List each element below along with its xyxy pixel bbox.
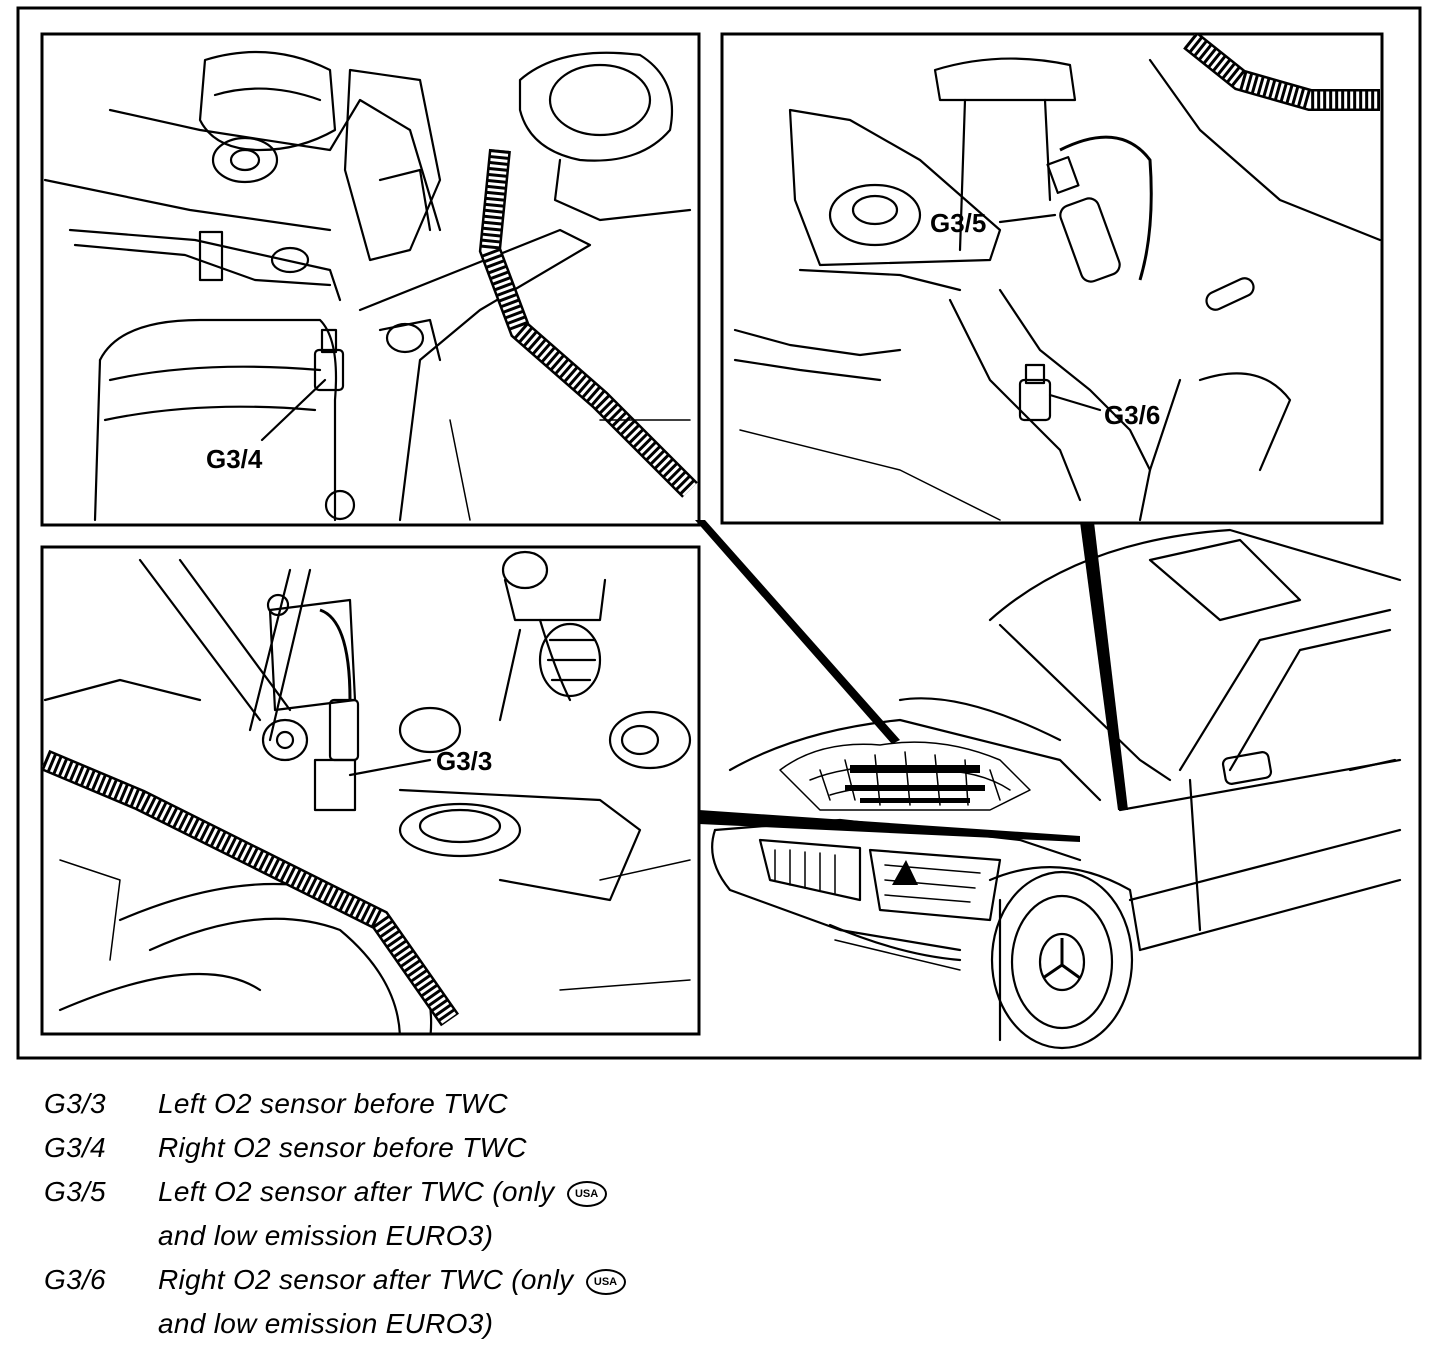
o2-sensor-location-diagram: G3/4 — [16, 6, 1422, 1060]
legend-item-g3-5: G3/5 Left O2 sensor after TWC (only USA — [44, 1170, 744, 1214]
legend-code: G3/5 — [44, 1176, 106, 1207]
legend-description: Right O2 sensor after TWC (only — [158, 1264, 574, 1295]
legend-description: Left O2 sensor before TWC — [158, 1088, 508, 1119]
callout-g3-6: G3/6 — [1104, 400, 1160, 430]
usa-badge-icon: USA — [585, 1268, 626, 1295]
usa-badge-icon: USA — [566, 1180, 607, 1207]
callout-g3-3: G3/3 — [436, 746, 492, 776]
legend-code: G3/4 — [44, 1132, 106, 1163]
legend-code: G3/3 — [44, 1088, 106, 1119]
legend-item-g3-3: G3/3 Left O2 sensor before TWC — [44, 1082, 744, 1126]
legend-description-continuation: and low emission EURO3) — [158, 1220, 494, 1251]
callout-g3-5: G3/5 — [930, 208, 986, 238]
legend-code: G3/6 — [44, 1264, 106, 1295]
panel-left-right-after-twc: G3/5 G3/6 — [720, 32, 1384, 525]
panel-left-bank-before-twc: G3/3 — [40, 545, 701, 1036]
legend-item-g3-4: G3/4 Right O2 sensor before TWC — [44, 1126, 744, 1170]
legend-item-g3-5-continuation: and low emission EURO3) — [44, 1214, 744, 1258]
legend: G3/3 Left O2 sensor before TWC G3/4 Righ… — [44, 1082, 744, 1346]
panel-right-bank-before-twc: G3/4 — [40, 32, 701, 527]
legend-description: Left O2 sensor after TWC (only — [158, 1176, 555, 1207]
legend-description-continuation: and low emission EURO3) — [158, 1308, 494, 1339]
legend-description: Right O2 sensor before TWC — [158, 1132, 527, 1163]
vehicle-overview-illustration — [695, 520, 1402, 1050]
legend-item-g3-6-continuation: and low emission EURO3) — [44, 1302, 744, 1346]
legend-item-g3-6: G3/6 Right O2 sensor after TWC (only USA — [44, 1258, 744, 1302]
callout-g3-4: G3/4 — [206, 444, 263, 474]
